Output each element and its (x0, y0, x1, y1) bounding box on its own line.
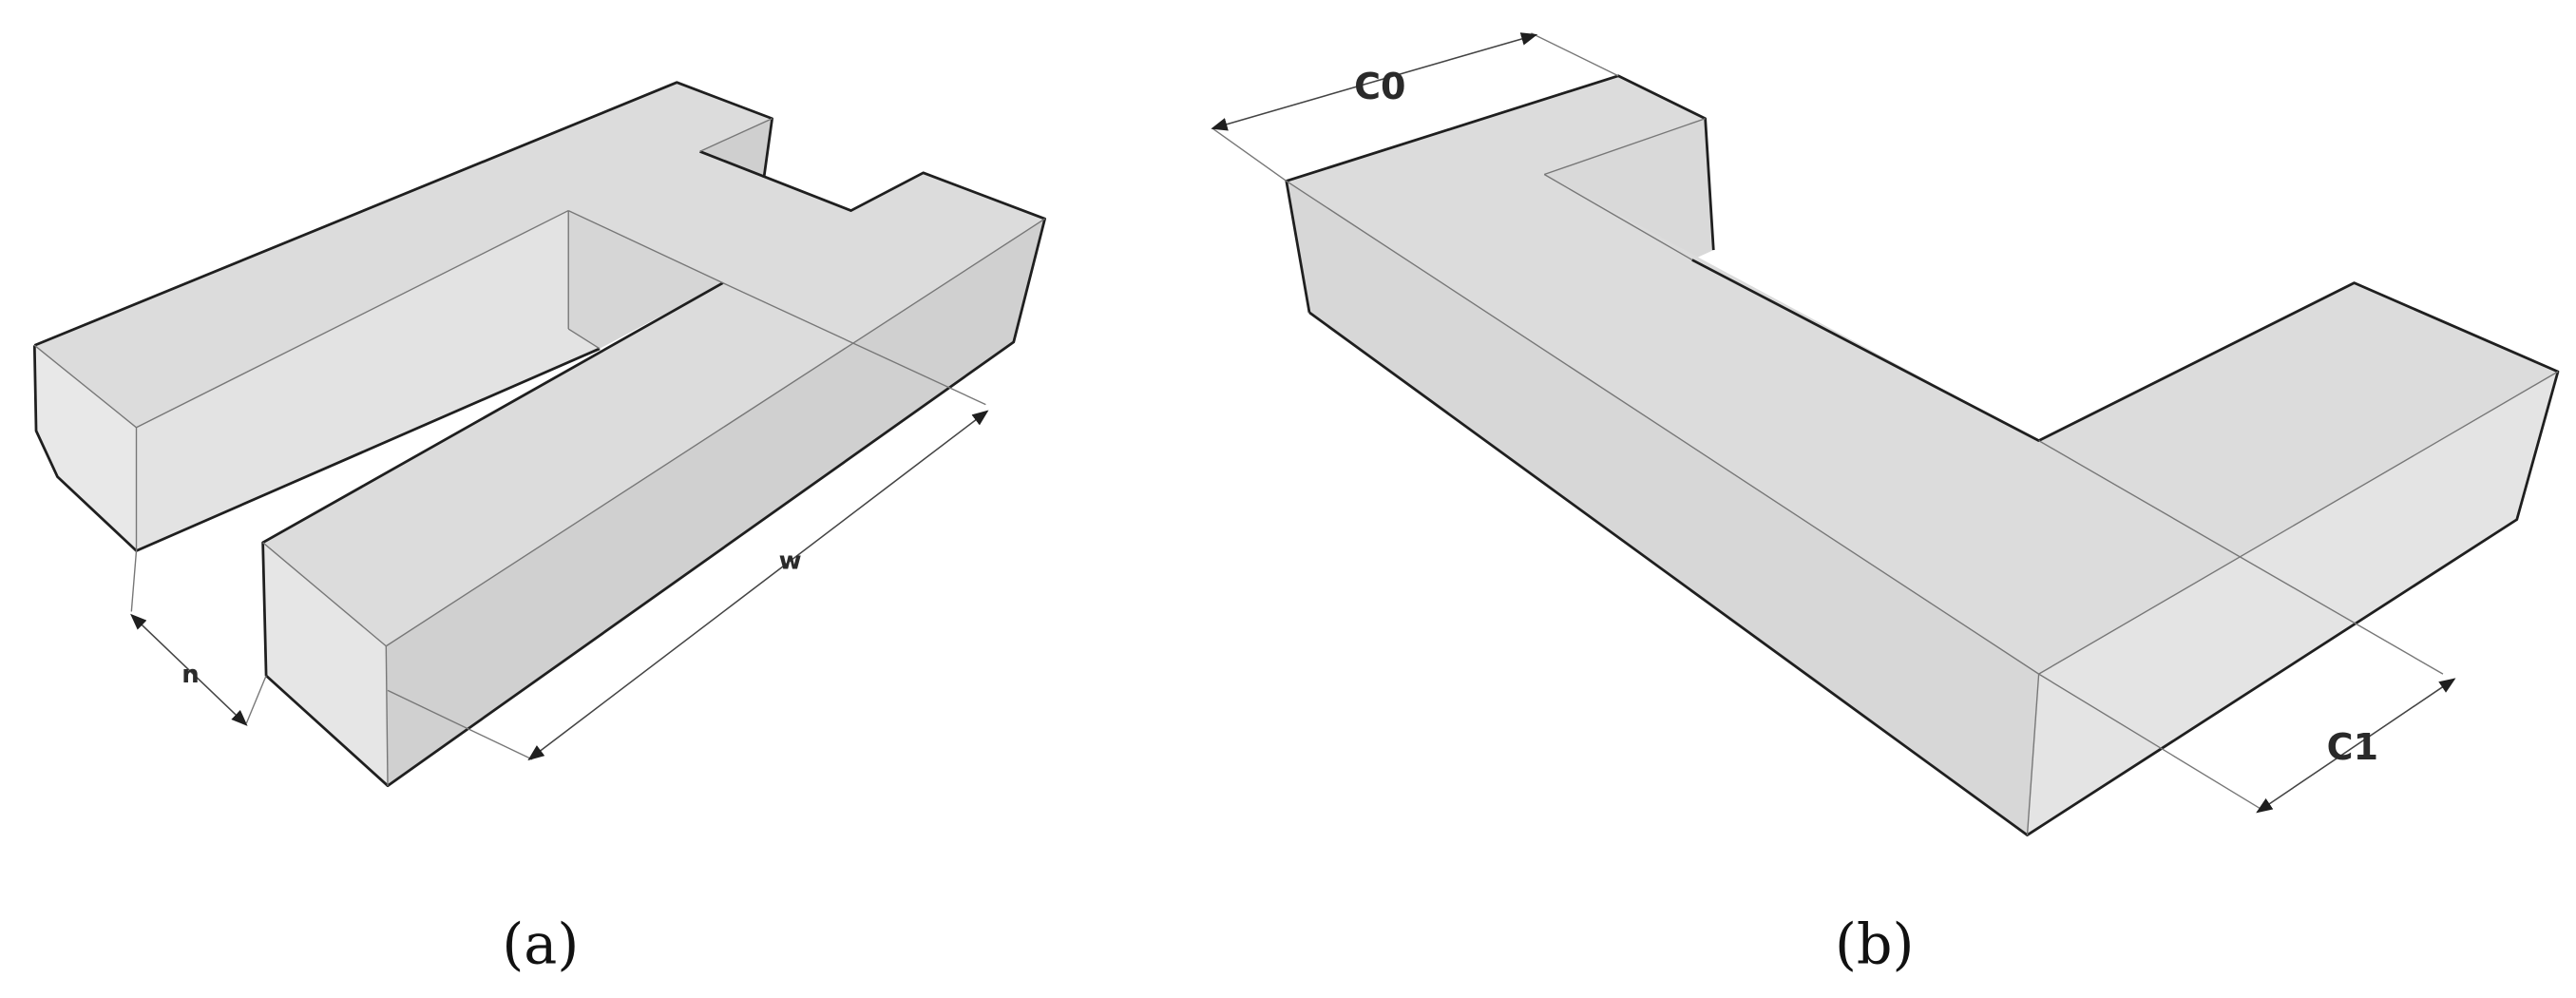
l-notch-face (1544, 118, 1714, 260)
panel-a: n w (a) (32, 81, 1046, 976)
l-top-face (1286, 75, 2558, 675)
dimension-c0: C0 (1211, 32, 1538, 131)
panel-b-inner-edges (1212, 32, 2559, 835)
l-end-face (2027, 372, 2558, 835)
dimension-c1: C1 (2256, 678, 2456, 814)
h-top-face (34, 82, 1045, 646)
slot-back-face (568, 210, 723, 349)
dimension-n: n (130, 613, 248, 726)
label-w: w (779, 547, 802, 575)
right-arm-front-face (262, 542, 389, 786)
caption-b: (b) (1835, 911, 1914, 976)
panel-a-inner-edges (33, 118, 1045, 786)
left-arm-inner-face (136, 210, 601, 551)
label-c0: C0 (1354, 66, 1405, 107)
label-n: n (181, 661, 199, 689)
l-front-face (1286, 181, 2039, 835)
caption-a: (a) (502, 911, 579, 976)
left-arm-front-face (34, 345, 137, 551)
panel-b: C0 C1 (b) (1211, 32, 2560, 976)
back-step-face (699, 118, 773, 178)
label-c1: C1 (2327, 726, 2378, 768)
dimension-w: w (527, 410, 989, 761)
panel-a-outline (32, 81, 1046, 788)
